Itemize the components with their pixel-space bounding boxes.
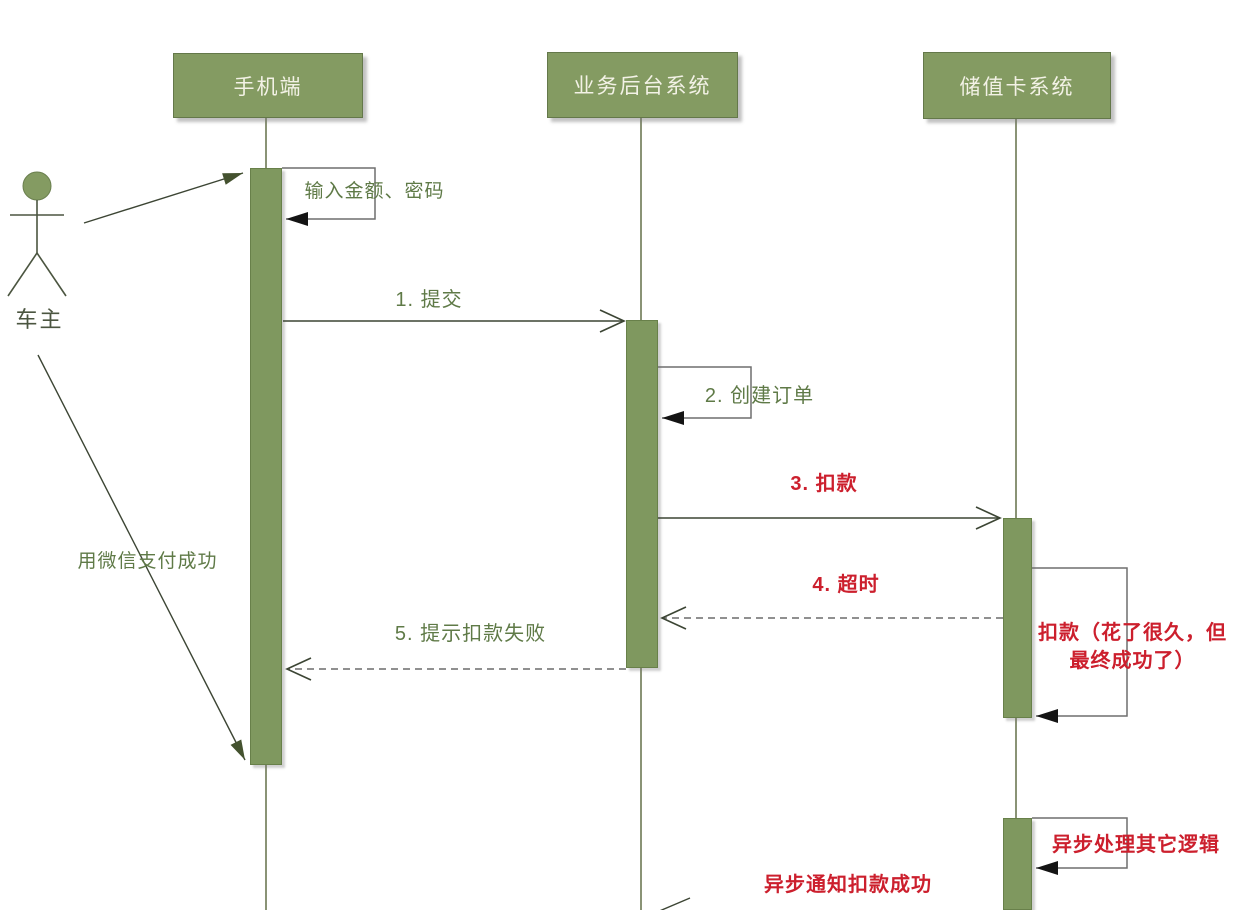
message-label-deduct: 3. 扣款	[790, 473, 858, 495]
arrow-actor-to-mobile	[83, 172, 244, 224]
message-label-deduct-slow: 扣款（花了很久，但最终成功了）	[1038, 622, 1227, 672]
activation-mobile	[250, 168, 282, 765]
activation-card-first	[1003, 518, 1032, 718]
participant-box-mobile: 手机端	[173, 53, 363, 118]
participant-label-backend: 业务后台系统	[573, 75, 712, 98]
participant-label-mobile: 手机端	[233, 75, 303, 99]
message-label-input-password: 输入金额、密码	[304, 181, 445, 202]
activation-backend	[626, 320, 658, 668]
message-label-deduct-failed: 5. 提示扣款失败	[394, 623, 547, 645]
message-label-submit: 1. 提交	[395, 289, 463, 311]
message-label-timeout: 4. 超时	[812, 574, 880, 596]
actor-head	[22, 171, 52, 201]
actor-figure	[7, 171, 67, 297]
participant-box-card: 储值卡系统	[923, 52, 1111, 119]
participant-label-card: 储值卡系统	[959, 75, 1075, 99]
participant-box-backend: 业务后台系统	[547, 52, 738, 118]
message-label-create-order: 2. 创建订单	[704, 385, 815, 407]
message-label-wechat-success: 用微信支付成功	[77, 551, 218, 572]
actor-label: 车主	[15, 307, 64, 332]
message-label-async-other: 异步处理其它逻辑	[1052, 834, 1220, 856]
message-label-async-notify: 异步通知扣款成功	[764, 874, 932, 896]
activation-card-second	[1003, 818, 1032, 910]
arrow-async-notify-head	[659, 897, 691, 910]
